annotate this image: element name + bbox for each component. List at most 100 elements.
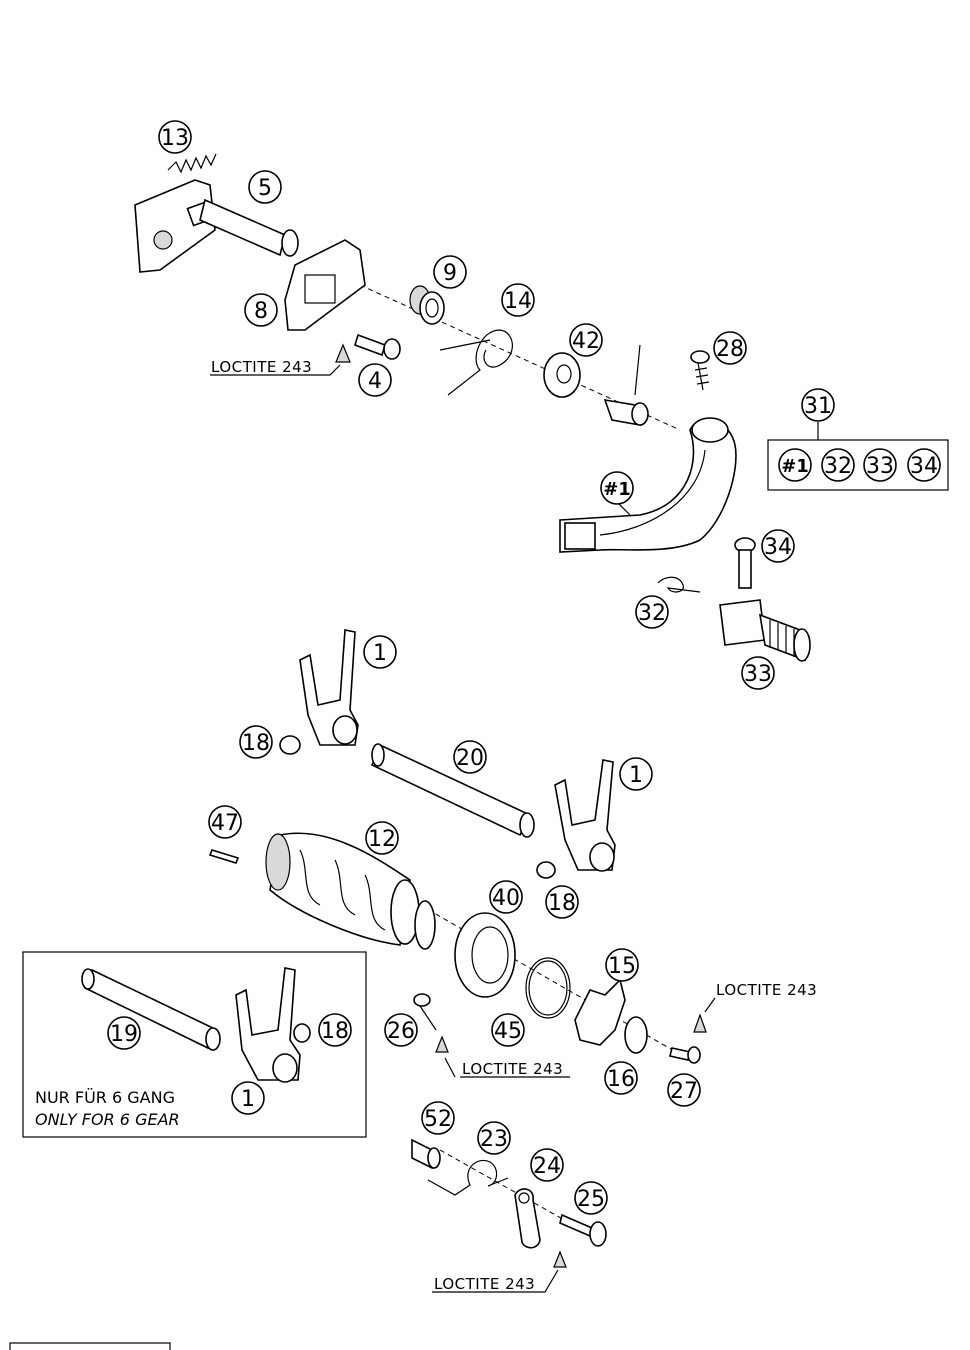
callout-23-label: 23 bbox=[480, 1127, 508, 1152]
callout-20-label: 20 bbox=[456, 746, 484, 771]
callout-47: 47 bbox=[208, 805, 242, 839]
callout-25-label: 25 bbox=[577, 1187, 605, 1212]
kit-box-31 bbox=[767, 422, 949, 491]
part-20-rod bbox=[370, 743, 535, 838]
callout-33: 33 bbox=[741, 656, 775, 690]
part-18-ring-a bbox=[279, 735, 301, 755]
callout-19: 19 bbox=[107, 1016, 141, 1050]
callout-15: 15 bbox=[605, 948, 639, 982]
callout-12-label: 12 bbox=[368, 827, 396, 852]
callout-28-label: 28 bbox=[716, 337, 744, 362]
callout-9-label: 9 bbox=[443, 261, 457, 286]
callout-kit-1: #1 bbox=[778, 448, 812, 482]
callout-24: 24 bbox=[530, 1148, 564, 1182]
callout-45: 45 bbox=[491, 1013, 525, 1047]
loctite-drop-bottom bbox=[553, 1250, 567, 1268]
callout-18b-label: 18 bbox=[548, 891, 576, 916]
part-42-washer bbox=[543, 352, 581, 398]
part-12-shift-drum bbox=[265, 832, 436, 950]
callout-32: 32 bbox=[635, 595, 669, 629]
callout-24-label: 24 bbox=[533, 1154, 561, 1179]
callout-16-label: 16 bbox=[607, 1067, 635, 1092]
callout-52-label: 52 bbox=[424, 1107, 452, 1132]
part-28-screw bbox=[690, 350, 710, 391]
part-9-bushing bbox=[409, 285, 445, 325]
part-sleeve bbox=[603, 398, 649, 427]
callout-16: 16 bbox=[604, 1061, 638, 1095]
inset-box-6-gear bbox=[22, 951, 367, 1138]
callout-4-label: 4 bbox=[368, 369, 382, 394]
callout-18c: 18 bbox=[318, 1013, 352, 1047]
callout-40-label: 40 bbox=[492, 886, 520, 911]
callout-31-label: 31 bbox=[804, 394, 832, 419]
callout-23: 23 bbox=[477, 1121, 511, 1155]
callout-8-label: 8 bbox=[254, 299, 268, 324]
callout-kit-1-label: #1 bbox=[781, 456, 809, 477]
part-18-ring-b bbox=[536, 861, 556, 879]
callout-47-label: 47 bbox=[211, 811, 239, 836]
part-27-bolt bbox=[669, 1046, 701, 1064]
callout-33-label: 33 bbox=[744, 662, 772, 687]
part-23-spring bbox=[427, 1159, 509, 1196]
callout-26: 26 bbox=[384, 1013, 418, 1047]
leader-lines bbox=[210, 344, 716, 1293]
part-52-sleeve bbox=[411, 1138, 441, 1170]
callout-kit-33-label: 33 bbox=[866, 454, 894, 479]
loctite-drop-top bbox=[335, 343, 351, 363]
part-33-footpeg bbox=[719, 599, 811, 662]
part-1-fork-right bbox=[554, 759, 616, 872]
part-25-bolt bbox=[559, 1213, 607, 1247]
callout-1c: 1 bbox=[231, 1081, 265, 1115]
loctite-label-bottom: LOCTITE 243 bbox=[434, 1275, 535, 1293]
part-4-bolt bbox=[354, 333, 401, 360]
part-16-washer bbox=[624, 1016, 648, 1054]
callout-lever-1: #1 bbox=[600, 471, 634, 505]
inset-note-english: ONLY FOR 6 GEAR bbox=[35, 1110, 180, 1129]
callout-25: 25 bbox=[574, 1181, 608, 1215]
callout-kit-34: 34 bbox=[907, 448, 941, 482]
part-26-screw bbox=[413, 993, 437, 1031]
callout-12: 12 bbox=[365, 821, 399, 855]
callout-42-label: 42 bbox=[572, 329, 600, 354]
inset-note-german: NUR FÜR 6 GANG bbox=[35, 1088, 175, 1107]
callout-14: 14 bbox=[501, 283, 535, 317]
callout-kit-32: 32 bbox=[821, 448, 855, 482]
callout-31: 31 bbox=[801, 388, 835, 422]
callout-kit-33: 33 bbox=[863, 448, 897, 482]
callout-26-label: 26 bbox=[387, 1019, 415, 1044]
callout-34-label: 34 bbox=[764, 535, 792, 560]
callout-32-label: 32 bbox=[638, 601, 666, 626]
callout-1a-label: 1 bbox=[373, 641, 387, 666]
callout-kit-32-label: 32 bbox=[824, 454, 852, 479]
callout-18a-label: 18 bbox=[242, 731, 270, 756]
part-47-pin bbox=[208, 849, 240, 864]
callout-lever-1-label: #1 bbox=[603, 479, 631, 500]
part-34-pin bbox=[734, 537, 756, 589]
callout-18a: 18 bbox=[239, 725, 273, 759]
part-1-shift-lever bbox=[559, 417, 737, 553]
callout-4: 4 bbox=[358, 363, 392, 397]
callout-5-label: 5 bbox=[258, 176, 272, 201]
part-13-spring bbox=[167, 153, 217, 174]
callout-45-label: 45 bbox=[494, 1019, 522, 1044]
drawing-number-box bbox=[9, 1342, 171, 1350]
callout-1a: 1 bbox=[363, 635, 397, 669]
part-32-small-spring bbox=[657, 576, 701, 593]
loctite-drop-middle bbox=[435, 1035, 449, 1053]
assembly-axis-bottom bbox=[419, 904, 691, 1061]
callout-40: 40 bbox=[489, 880, 523, 914]
callout-27-label: 27 bbox=[670, 1079, 698, 1104]
callout-42: 42 bbox=[569, 323, 603, 357]
loctite-label-middle: LOCTITE 243 bbox=[462, 1060, 563, 1078]
callout-18b: 18 bbox=[545, 885, 579, 919]
callout-1c-label: 1 bbox=[241, 1087, 255, 1112]
callout-5: 5 bbox=[248, 170, 282, 204]
callout-18c-label: 18 bbox=[321, 1019, 349, 1044]
callout-kit-34-label: 34 bbox=[910, 454, 938, 479]
callout-34: 34 bbox=[761, 529, 795, 563]
part-40-bearing bbox=[454, 912, 516, 998]
part-24-lever bbox=[514, 1188, 541, 1249]
callout-20: 20 bbox=[453, 740, 487, 774]
part-8-shift-plate bbox=[284, 239, 366, 331]
